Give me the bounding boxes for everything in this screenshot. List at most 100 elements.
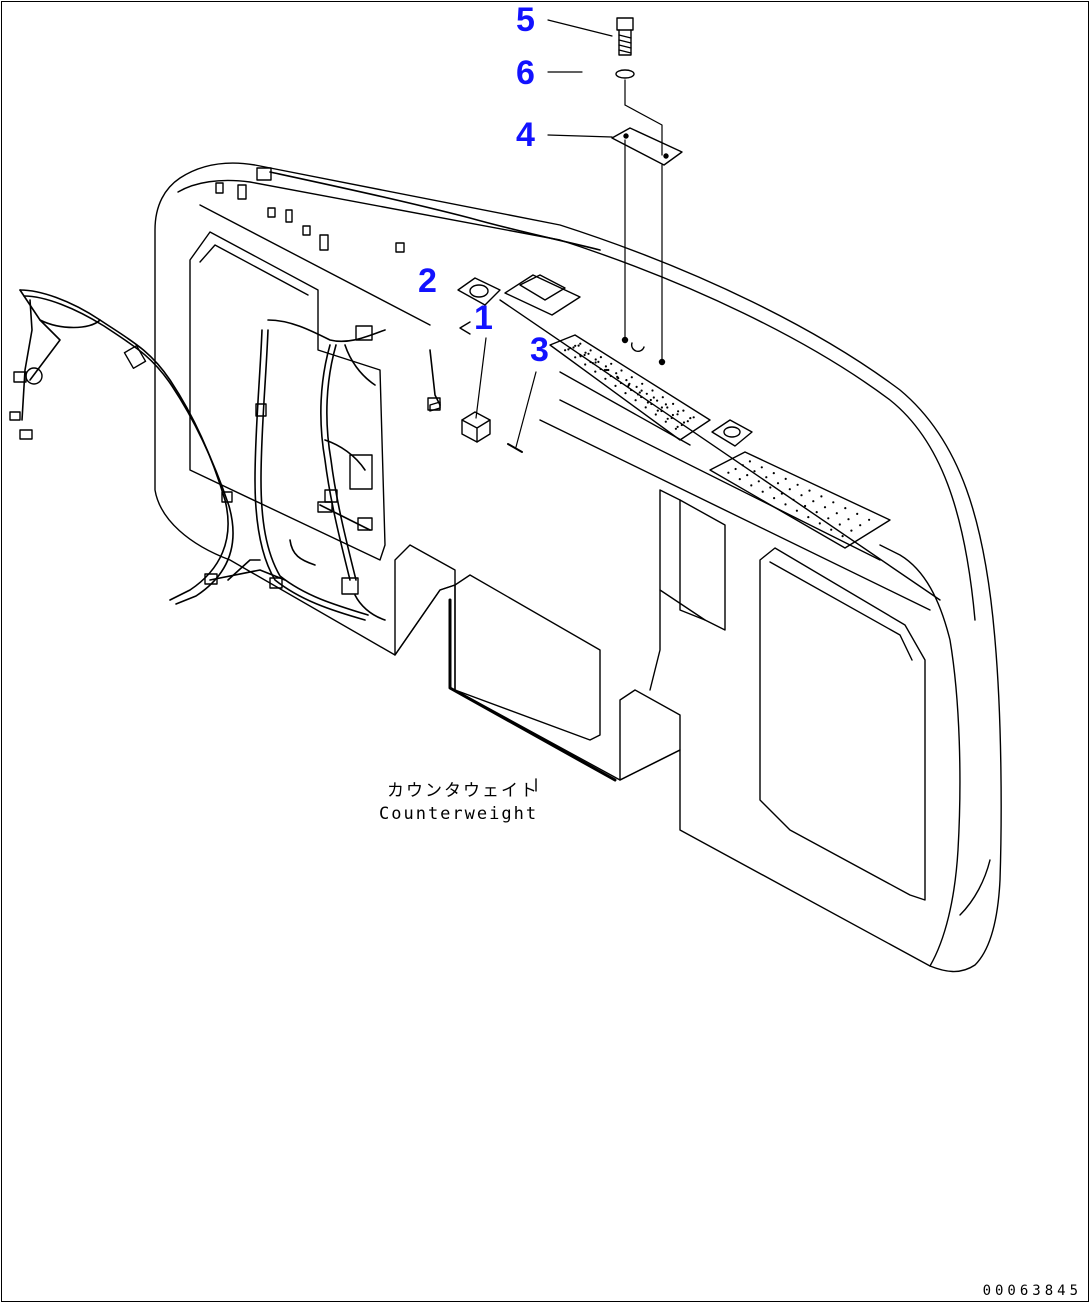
pad-dot: [583, 353, 586, 357]
pad-dot: [792, 498, 795, 501]
caption-japanese: カウンタウェイト: [387, 781, 539, 801]
pad-dot: [682, 421, 686, 424]
rear-bracket-block: [659, 489, 726, 631]
pad-dot: [676, 425, 679, 428]
pad-dot: [574, 344, 577, 347]
pad-dot: [804, 504, 807, 508]
pad-dot: [656, 399, 659, 402]
pad-dot: [780, 492, 784, 495]
callout-1: 1: [474, 299, 493, 337]
part-6-washer: [615, 69, 635, 79]
pad-dot: [832, 501, 835, 504]
pad-dot: [772, 472, 775, 475]
pad-dot: [847, 518, 850, 521]
pad-dot: [594, 361, 597, 364]
pad-dot: [589, 360, 592, 364]
pad-dot: [677, 410, 680, 413]
pad-dot: [807, 516, 810, 519]
part-5-bolt: [616, 17, 634, 56]
pad-dot: [569, 346, 572, 350]
pad-dot: [584, 351, 587, 354]
callout-3: 3: [530, 331, 549, 369]
pad-dot: [692, 416, 695, 419]
pad-dot: [776, 482, 780, 485]
pad-dot: [746, 474, 749, 477]
pad-dot: [567, 348, 570, 351]
pad-dot: [638, 391, 641, 394]
pad-dot: [672, 402, 675, 405]
anti-slip-pad-2: [709, 451, 891, 549]
top-studs: [215, 182, 405, 253]
pad-dot: [661, 396, 664, 399]
pad-dot: [823, 506, 827, 509]
left-recess-inner: [199, 244, 309, 296]
callout-5: 5: [516, 1, 535, 39]
pad-dot: [765, 476, 768, 479]
pad-dot: [625, 379, 628, 382]
caption-english: Counterweight: [379, 804, 539, 824]
pad-dot: [818, 522, 821, 525]
pad-dot: [674, 427, 678, 430]
pad-dot: [850, 529, 853, 532]
pad-dot: [636, 393, 640, 396]
pad-dot: [666, 406, 669, 409]
pad-dot: [808, 489, 811, 492]
pad-dot: [644, 406, 647, 409]
pad-dot: [769, 486, 772, 489]
pad-dot: [689, 417, 692, 420]
pad-dot: [615, 372, 618, 375]
pad-dot: [757, 480, 760, 483]
pad-dot: [594, 358, 597, 361]
rear-face-edge: [959, 859, 991, 916]
pad-dot: [868, 518, 871, 521]
pad-dot: [753, 470, 756, 473]
pad-dot: [627, 385, 630, 388]
callout-2: 2: [418, 262, 437, 300]
pad-dot: [591, 362, 594, 365]
pad-dot: [640, 389, 643, 392]
front-edge: [879, 544, 961, 967]
pad-dot: [838, 523, 841, 526]
pad-dot: [572, 346, 575, 349]
pad-dot: [859, 524, 862, 527]
pad-dot: [670, 416, 673, 420]
left-recess-panel: [189, 231, 386, 561]
pad-dot: [660, 406, 664, 409]
pad-dot: [614, 384, 617, 387]
pad-dot: [584, 363, 587, 366]
pad-dot: [835, 512, 838, 515]
pad-dot: [812, 500, 815, 503]
pad-dot: [619, 381, 623, 385]
pad-dot: [603, 368, 607, 372]
top-ledge-line-4: [539, 419, 931, 611]
pad-dot: [841, 535, 844, 538]
callout-4: 4: [516, 116, 535, 154]
pad-dot: [641, 382, 644, 385]
pad-dot: [640, 395, 643, 399]
bottom-block-right: [619, 689, 681, 781]
pad-dot: [788, 488, 791, 491]
pad-dot: [748, 460, 752, 463]
pad-dot: [579, 353, 582, 357]
mount-plate-right: [711, 419, 753, 447]
pad-dot: [649, 398, 652, 402]
pad-dot: [574, 356, 577, 359]
pad-dot: [682, 409, 685, 412]
pad-dot: [597, 360, 600, 363]
pad-dot: [784, 503, 787, 506]
pad-dot: [760, 466, 763, 469]
pad-dot: [587, 352, 590, 355]
pad-dot: [844, 507, 847, 510]
pad-dot: [630, 388, 633, 392]
pad-dot: [579, 342, 582, 345]
pad-dot: [671, 413, 675, 417]
pad-dot: [676, 413, 679, 416]
pad-dot: [761, 490, 764, 493]
pad-dot: [660, 409, 663, 413]
pad-dot: [564, 349, 567, 352]
pad-dot: [652, 396, 655, 399]
pad-dot: [820, 495, 823, 498]
